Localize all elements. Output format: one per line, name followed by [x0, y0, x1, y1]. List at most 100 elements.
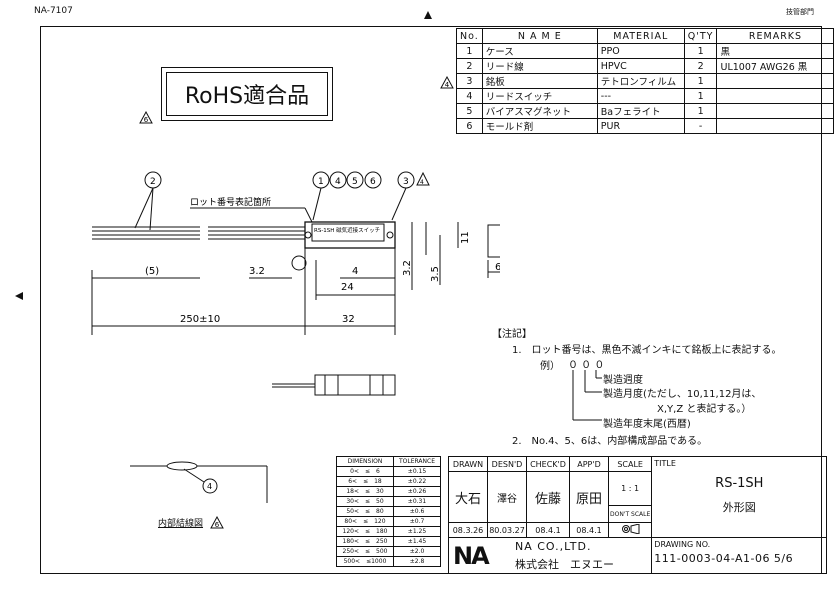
- balloon-5: [346, 171, 364, 189]
- svg-text:6: 6: [495, 262, 500, 273]
- drawn-header: DRAWN: [448, 456, 488, 472]
- bom-header: Q'TY: [683, 28, 718, 44]
- tolerance-row: 0< ≤ 6±0.15: [336, 466, 441, 477]
- company-cell: NA NA CO.,LTD. 株式会社 エヌエー: [447, 537, 653, 574]
- appd-signature: 原田: [569, 471, 609, 523]
- bottom-view: [272, 374, 396, 396]
- bom-header: MATERIAL: [596, 28, 685, 44]
- tolerance-row: 30< ≤ 50±0.31: [336, 496, 441, 507]
- note-month-cont: X,Y,Z と表記する。）: [657, 404, 752, 415]
- svg-text:3.5: 3.5: [430, 266, 441, 282]
- svg-text:ロット番号表記箇所: ロット番号表記箇所: [190, 196, 271, 208]
- svg-text:2: 2: [150, 177, 156, 187]
- desnd-signature: 澤谷: [487, 471, 527, 523]
- svg-text:3: 3: [403, 177, 409, 187]
- revision-triangle-icon: 4: [440, 74, 454, 93]
- svg-text:4: 4: [352, 266, 358, 277]
- internal-circuit: 4: [130, 461, 268, 503]
- checkd-signature: 佐藤: [526, 471, 570, 523]
- drawn-signature: 大石: [448, 471, 488, 523]
- desnd-header: DESN'D: [487, 456, 527, 472]
- company-jp: 株式会社 エヌエー: [515, 558, 614, 571]
- revision-triangle-icon: 6: [210, 514, 224, 533]
- note-example: ０ ０ ０: [568, 360, 605, 371]
- tolerance-row: 50< ≤ 80±0.6: [336, 506, 441, 517]
- svg-text:RS-1SH 磁気近接スイッチ: RS-1SH 磁気近接スイッチ: [314, 226, 380, 234]
- bom-header: No.: [456, 28, 483, 44]
- title-cell: TITLE RS-1SH 外形図: [651, 456, 828, 538]
- svg-text:6: 6: [215, 521, 220, 529]
- bom-header: REMARKS: [716, 28, 835, 44]
- rohs-box: RoHS適合品: [161, 67, 333, 121]
- projection-symbol-icon: [607, 522, 653, 538]
- svg-text:24: 24: [341, 282, 354, 293]
- note-2: 2. No.4、5、6は、内部構成部品である。: [512, 436, 708, 447]
- revision-triangle-icon: 6: [139, 109, 153, 128]
- svg-text:4: 4: [445, 81, 450, 89]
- tolerance-row: 500< ≤1000±2.8: [336, 556, 441, 567]
- tolerance-row: 180< ≤ 250±1.45: [336, 536, 441, 547]
- date-checkd: 08.4.1: [526, 522, 570, 538]
- tolerance-row: 250< ≤ 500±2.0: [336, 546, 441, 557]
- note-1: 1. ロット番号は、黒色不滅インキにて銘板上に表記する。: [512, 345, 782, 356]
- checkd-header: CHECK'D: [526, 456, 570, 472]
- doc-code: NA-7107: [34, 6, 73, 16]
- dont-scale: DON'T SCALE: [607, 505, 653, 523]
- note-example-label: 例）: [540, 361, 560, 372]
- notes-title: 【注記】: [492, 329, 532, 340]
- rohs-label: RoHS適合品: [166, 72, 328, 116]
- date-desnd: 80.03.27: [487, 522, 527, 538]
- appd-header: APP'D: [569, 456, 609, 472]
- svg-text:6: 6: [144, 116, 149, 124]
- tolerance-row: 18< ≤ 30±0.26: [336, 486, 441, 497]
- balloon-6: [364, 171, 382, 189]
- tolerance-row: 6< ≤ 18±0.22: [336, 476, 441, 487]
- rev-triangle: [416, 171, 430, 186]
- svg-text:3.2: 3.2: [249, 266, 265, 277]
- note-week: 製造週度: [603, 375, 643, 386]
- svg-text:1: 1: [318, 177, 324, 187]
- svg-text:4: 4: [207, 482, 212, 491]
- tolerance-row: 80< ≤ 120±0.7: [336, 516, 441, 527]
- drawing-frame: [40, 26, 822, 574]
- date-appd: 08.4.1: [569, 522, 609, 538]
- note-month: 製造月度(ただし、10,11,12月は、: [603, 389, 762, 400]
- title-sub: 外形図: [722, 501, 756, 514]
- svg-text:11: 11: [460, 231, 471, 244]
- stamp-label: 技管部門: [786, 8, 814, 16]
- scale-header: SCALE: [607, 456, 653, 472]
- drawing-no: 111-0003-04-A1-06 5/6: [654, 552, 794, 565]
- scale-value: 1 : 1: [607, 471, 653, 506]
- svg-text:250±10: 250±10: [180, 314, 220, 325]
- outline-drawing: (5) 3.2 4 3.2 3.5 24 250±10 32 11 6 2 1 …: [91, 171, 500, 335]
- company-logo: NA: [453, 542, 490, 570]
- date-drawn: 08.3.26: [448, 522, 488, 538]
- svg-text:6: 6: [370, 177, 376, 187]
- svg-text:(5): (5): [145, 266, 159, 277]
- title-block: DRAWN DESN'D CHECK'D APP'D SCALE TITLE R…: [447, 456, 828, 574]
- company-en: NA CO.,LTD.: [515, 540, 592, 553]
- note-year: 製造年度末尾(西暦): [603, 419, 691, 430]
- drawing-no-cell: DRAWING NO. 111-0003-04-A1-06 5/6: [651, 537, 828, 574]
- svg-text:3.2: 3.2: [402, 260, 413, 276]
- triangle-marker-icon: [423, 5, 433, 24]
- bom-header: N A M E: [481, 28, 598, 44]
- balloon-4: [329, 171, 347, 189]
- svg-text:5: 5: [352, 177, 358, 187]
- title-main: RS-1SH: [715, 476, 764, 491]
- circuit-label: 内部結線図: [158, 519, 204, 529]
- tolerance-row: 120< ≤ 180±1.25: [336, 526, 441, 537]
- svg-text:4: 4: [420, 179, 424, 186]
- side-marker-icon: [14, 286, 24, 305]
- note-leaders: [572, 370, 602, 421]
- svg-text:32: 32: [342, 314, 355, 325]
- svg-text:4: 4: [335, 177, 341, 187]
